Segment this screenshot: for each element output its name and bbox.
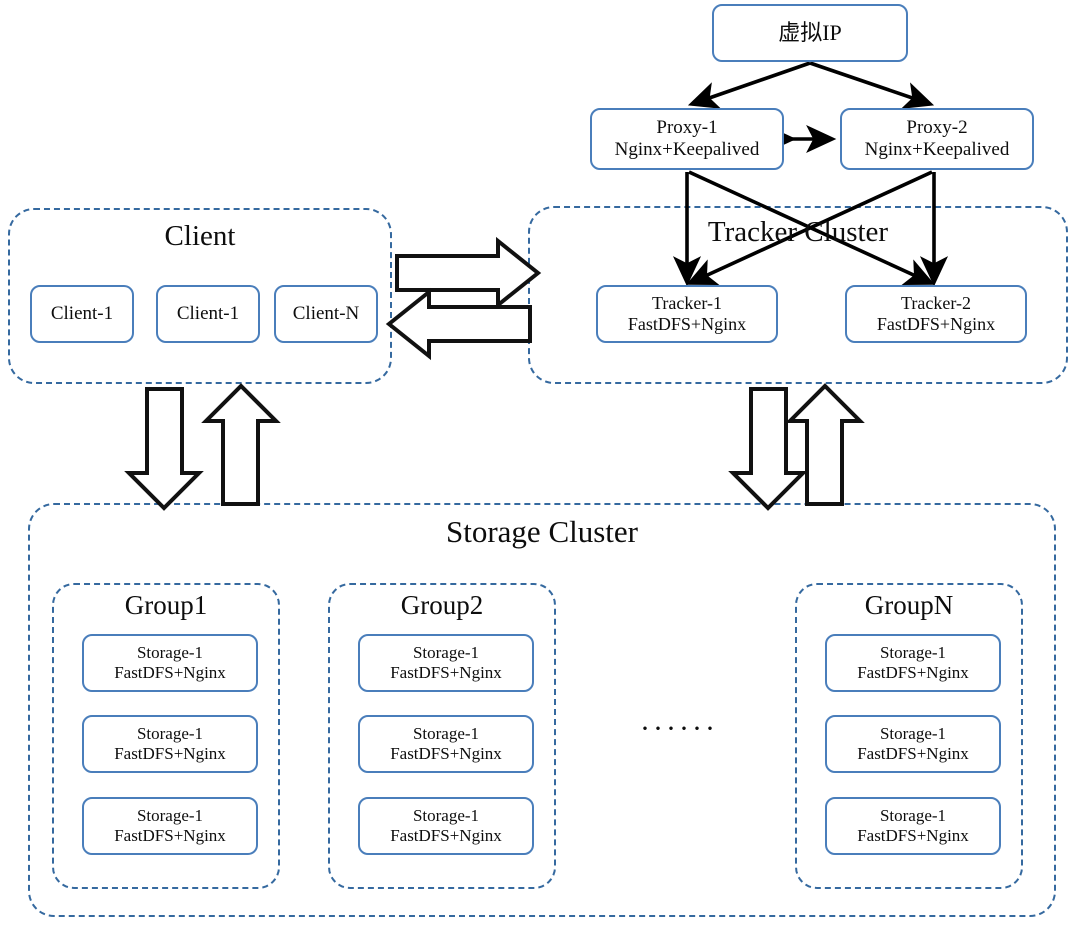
group2-storage-node-1-line2: FastDFS+Nginx	[390, 663, 502, 682]
client-node-2[interactable]: Client-1	[156, 285, 260, 343]
region-storage-cluster-title: Storage Cluster	[446, 514, 638, 549]
client-node-n[interactable]: Client-N	[274, 285, 378, 343]
tracker-node-2-line1: Tracker-2	[901, 292, 971, 313]
tracker-node-2-line2: FastDFS+Nginx	[876, 314, 996, 334]
node-proxy-2[interactable]: Proxy-2 Nginx+Keepalived	[840, 108, 1034, 170]
block-arrow-tracker-to-storage	[728, 387, 808, 511]
region-storage-cluster[interactable]	[28, 503, 1056, 917]
tracker-node-1[interactable]: Tracker-1 FastDFS+Nginx	[596, 285, 778, 343]
groupn-storage-node-2[interactable]: Storage-1 FastDFS+Nginx	[825, 715, 1001, 773]
region-tracker-cluster-title: Tracker Cluster	[707, 216, 889, 248]
groupn-storage-node-2-line1: Storage-1	[879, 723, 947, 743]
group1-storage-node-2-line1: Storage-1	[136, 723, 204, 743]
client-node-1[interactable]: Client-1	[30, 285, 134, 343]
groupn-storage-node-2-line2: FastDFS+Nginx	[857, 744, 969, 763]
group1-storage-node-1[interactable]: Storage-1 FastDFS+Nginx	[82, 634, 258, 692]
group1-storage-node-3-line2: FastDFS+Nginx	[114, 826, 226, 845]
group2-storage-node-1-line1: Storage-1	[412, 642, 480, 662]
group2-storage-node-2[interactable]: Storage-1 FastDFS+Nginx	[358, 715, 534, 773]
block-arrow-storage-to-tracker	[785, 383, 865, 506]
connector-vip-to-proxy1	[687, 61, 811, 109]
groupn-storage-node-3-line2: FastDFS+Nginx	[857, 826, 969, 845]
tracker-node-2[interactable]: Tracker-2 FastDFS+Nginx	[845, 285, 1027, 343]
connector-vip-to-proxy2	[809, 61, 935, 109]
group1-storage-node-2-line2: FastDFS+Nginx	[114, 744, 226, 763]
groupn-storage-node-3-line1: Storage-1	[879, 805, 947, 825]
node-proxy-1-line1: Proxy-1	[656, 116, 718, 138]
region-client[interactable]	[8, 208, 392, 384]
client-node-1-label: Client-1	[50, 302, 114, 324]
groupn-storage-node-1-line2: FastDFS+Nginx	[857, 663, 969, 682]
node-proxy-1-line2: Nginx+Keepalived	[614, 139, 760, 160]
group-region-1-title: Group1	[124, 590, 208, 620]
client-node-2-label: Client-1	[176, 302, 240, 324]
groupn-storage-node-1[interactable]: Storage-1 FastDFS+Nginx	[825, 634, 1001, 692]
group-region-1[interactable]	[52, 583, 280, 889]
group1-storage-node-3-line1: Storage-1	[136, 805, 204, 825]
tracker-node-1-line2: FastDFS+Nginx	[627, 314, 747, 334]
group1-storage-node-2[interactable]: Storage-1 FastDFS+Nginx	[82, 715, 258, 773]
group1-storage-node-1-line1: Storage-1	[136, 642, 204, 662]
group2-storage-node-1[interactable]: Storage-1 FastDFS+Nginx	[358, 634, 534, 692]
block-arrow-storage-to-client	[201, 383, 281, 506]
node-proxy-2-line2: Nginx+Keepalived	[864, 139, 1010, 160]
block-arrow-tracker-to-client	[385, 287, 532, 361]
node-proxy-2-line1: Proxy-2	[906, 116, 968, 138]
node-proxy-1[interactable]: Proxy-1 Nginx+Keepalived	[590, 108, 784, 170]
region-client-title: Client	[164, 220, 236, 252]
region-tracker-cluster[interactable]	[528, 206, 1068, 384]
block-arrow-client-to-storage	[124, 387, 204, 511]
group-region-n-title: GroupN	[864, 590, 954, 620]
group2-storage-node-3-line1: Storage-1	[412, 805, 480, 825]
group-region-2-title: Group2	[400, 590, 484, 620]
groupn-storage-node-1-line1: Storage-1	[879, 642, 947, 662]
group-region-2[interactable]	[328, 583, 556, 889]
node-virtual-ip[interactable]: 虚拟IP	[712, 4, 908, 62]
group-region-n[interactable]	[795, 583, 1023, 889]
groups-ellipsis: ······	[640, 712, 718, 745]
group2-storage-node-3-line2: FastDFS+Nginx	[390, 826, 502, 845]
group2-storage-node-2-line2: FastDFS+Nginx	[390, 744, 502, 763]
group1-storage-node-1-line2: FastDFS+Nginx	[114, 663, 226, 682]
client-node-n-label: Client-N	[292, 302, 360, 324]
groupn-storage-node-3[interactable]: Storage-1 FastDFS+Nginx	[825, 797, 1001, 855]
tracker-node-1-line1: Tracker-1	[652, 292, 722, 313]
connector-proxy2-to-tracker1	[686, 170, 933, 285]
group2-storage-node-3[interactable]: Storage-1 FastDFS+Nginx	[358, 797, 534, 855]
group2-storage-node-2-line1: Storage-1	[412, 723, 480, 743]
group1-storage-node-3[interactable]: Storage-1 FastDFS+Nginx	[82, 797, 258, 855]
node-virtual-ip-label: 虚拟IP	[778, 20, 842, 46]
block-arrow-client-to-tracker	[395, 236, 542, 310]
